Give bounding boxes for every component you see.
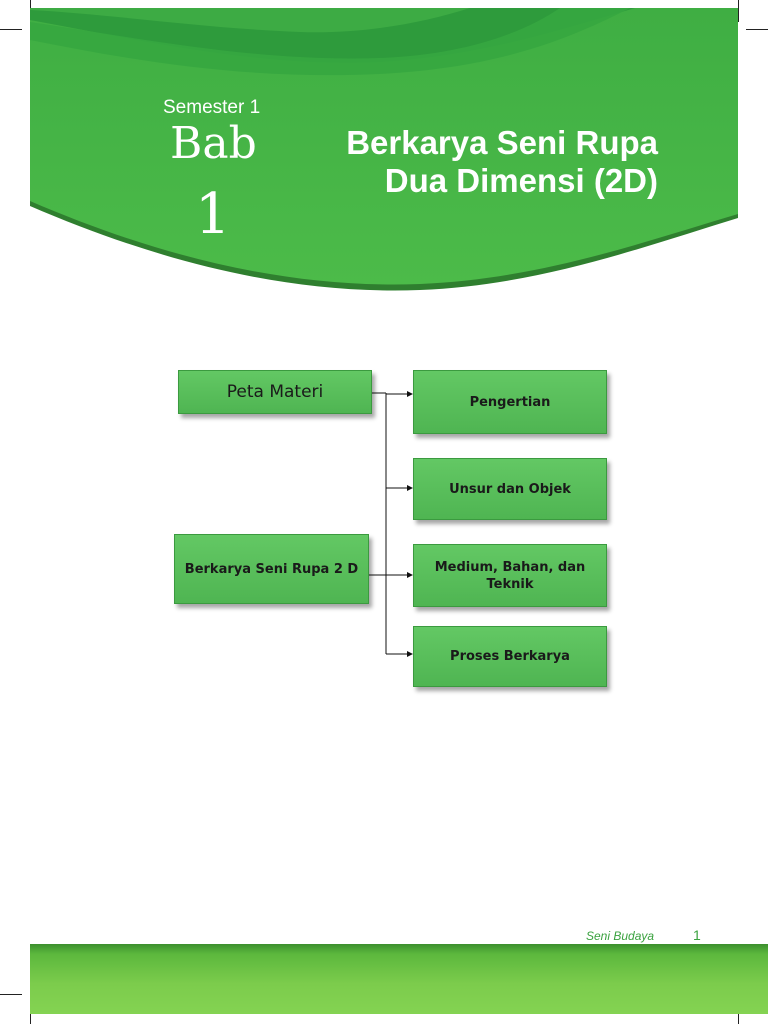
semester-label: Semester 1	[163, 97, 261, 118]
chapter-title: Berkarya Seni Rupa Dua Dimensi (2D)	[346, 124, 658, 200]
crop-mark	[738, 0, 739, 22]
topic-box: Unsur dan Objek	[413, 458, 607, 520]
chapter-number: 1	[195, 182, 231, 247]
page-number: 1	[693, 927, 701, 943]
book-title: Seni Budaya	[586, 929, 655, 943]
topic-box: Medium, Bahan, dan Teknik	[413, 544, 607, 607]
chapter-label: Bab	[170, 118, 257, 169]
peta-materi-box: Peta Materi	[178, 370, 372, 414]
chapter-title-line-2: Dua Dimensi (2D)	[384, 162, 658, 199]
crop-mark	[746, 29, 768, 30]
topic-box: Pengertian	[413, 370, 607, 434]
chapter-title-line-1: Berkarya Seni Rupa	[346, 124, 658, 161]
topic-box: Proses Berkarya	[413, 626, 607, 687]
root-topic-box: Berkarya Seni Rupa 2 D	[174, 534, 369, 604]
crop-mark	[0, 29, 22, 30]
crop-mark	[0, 994, 22, 995]
footer-bar	[30, 944, 768, 1014]
header-wave	[30, 8, 738, 291]
